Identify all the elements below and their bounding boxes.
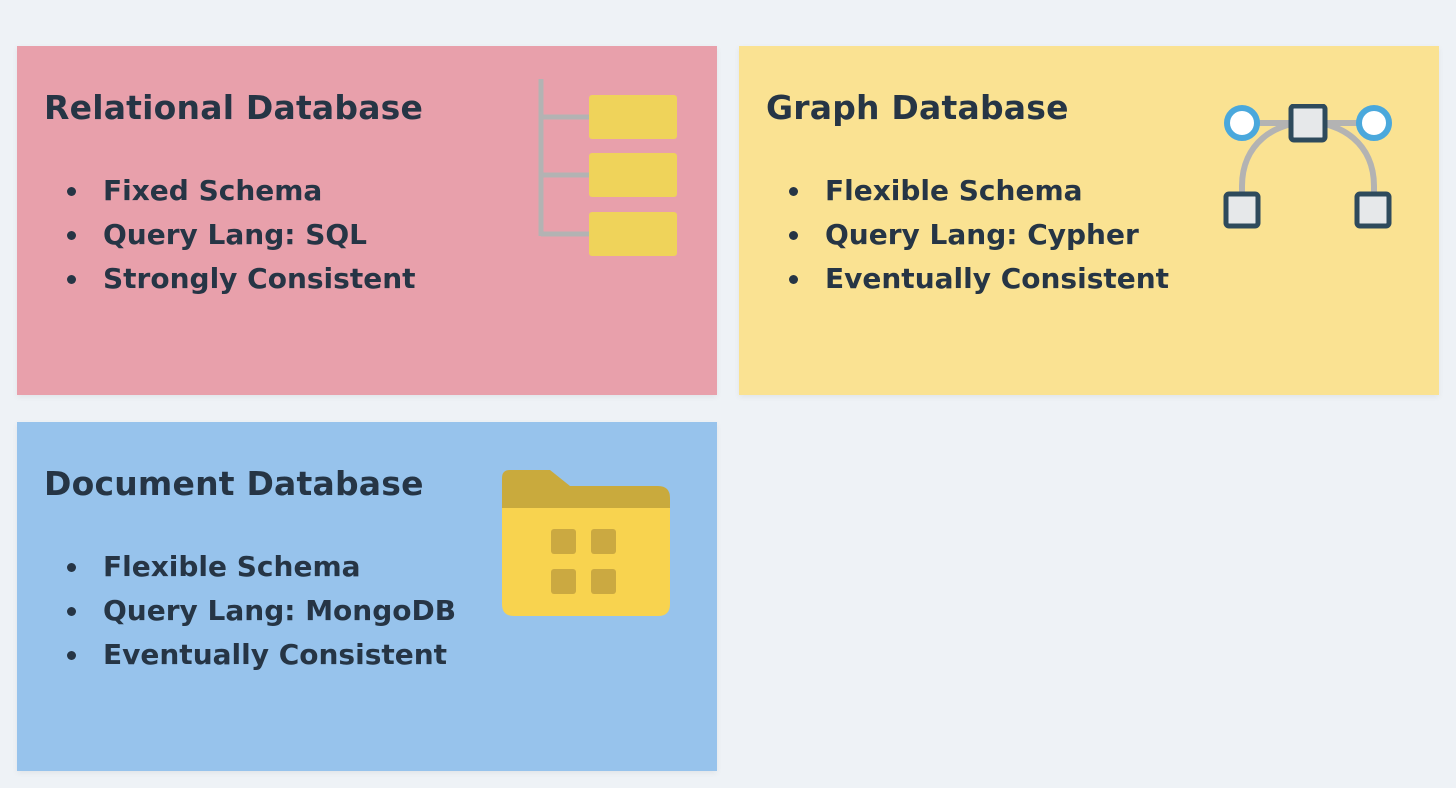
table-block [589, 95, 677, 139]
bullet-dot [789, 231, 798, 240]
folder-grid-square [551, 529, 576, 554]
list-item: Strongly Consistent [67, 261, 416, 305]
list-item-text: Fixed Schema [103, 174, 323, 207]
bullet-list: Flexible Schema Query Lang: Cypher Event… [789, 173, 1169, 305]
list-item-text: Strongly Consistent [103, 262, 416, 295]
relational-database-card: Relational Database Fixed Schema Query L… [17, 46, 717, 395]
bullet-list: Fixed Schema Query Lang: SQL Strongly Co… [67, 173, 416, 305]
card-title: Graph Database [766, 88, 1069, 127]
document-database-card: Document Database Flexible Schema Query … [17, 422, 717, 771]
list-item: Eventually Consistent [67, 637, 456, 681]
folder-grid-square [591, 569, 616, 594]
list-item: Eventually Consistent [789, 261, 1169, 305]
bullet-list: Flexible Schema Query Lang: MongoDB Even… [67, 549, 456, 681]
card-title: Document Database [44, 464, 424, 503]
graph-database-card: Graph Database Flexible Schema Query Lan… [739, 46, 1439, 395]
list-item: Fixed Schema [67, 173, 416, 217]
tree-connector-lines [538, 79, 591, 237]
list-item-text: Flexible Schema [103, 550, 361, 583]
list-item: Query Lang: SQL [67, 217, 416, 261]
bullet-dot [67, 275, 76, 284]
bezier-nodes-icon [1217, 104, 1407, 234]
bullet-dot [67, 187, 76, 196]
anchor-node [1354, 191, 1392, 229]
list-item-text: Query Lang: Cypher [825, 218, 1139, 251]
list-item-text: Flexible Schema [825, 174, 1083, 207]
card-title: Relational Database [44, 88, 424, 127]
folder-icon [500, 468, 672, 620]
bullet-dot [67, 231, 76, 240]
table-block [589, 153, 677, 197]
folder-grid-square [551, 569, 576, 594]
list-item-text: Eventually Consistent [103, 638, 448, 671]
folder-tab [502, 470, 670, 518]
bullet-dot [789, 275, 798, 284]
list-item-text: Eventually Consistent [825, 262, 1170, 295]
anchor-node [1288, 104, 1328, 143]
anchor-node [1223, 191, 1261, 229]
table-tree-icon [536, 79, 681, 259]
list-item-text: Query Lang: SQL [103, 218, 368, 251]
control-point [1224, 105, 1260, 141]
bullet-dot [67, 651, 76, 660]
bullet-dot [789, 187, 798, 196]
folder-body [502, 508, 670, 616]
table-block [589, 212, 677, 256]
folder-grid-square [591, 529, 616, 554]
list-item: Flexible Schema [67, 549, 456, 593]
list-item: Flexible Schema [789, 173, 1169, 217]
list-item: Query Lang: MongoDB [67, 593, 456, 637]
control-point [1356, 105, 1392, 141]
list-item: Query Lang: Cypher [789, 217, 1169, 261]
list-item-text: Query Lang: MongoDB [103, 594, 457, 627]
bullet-dot [67, 607, 76, 616]
bullet-dot [67, 563, 76, 572]
